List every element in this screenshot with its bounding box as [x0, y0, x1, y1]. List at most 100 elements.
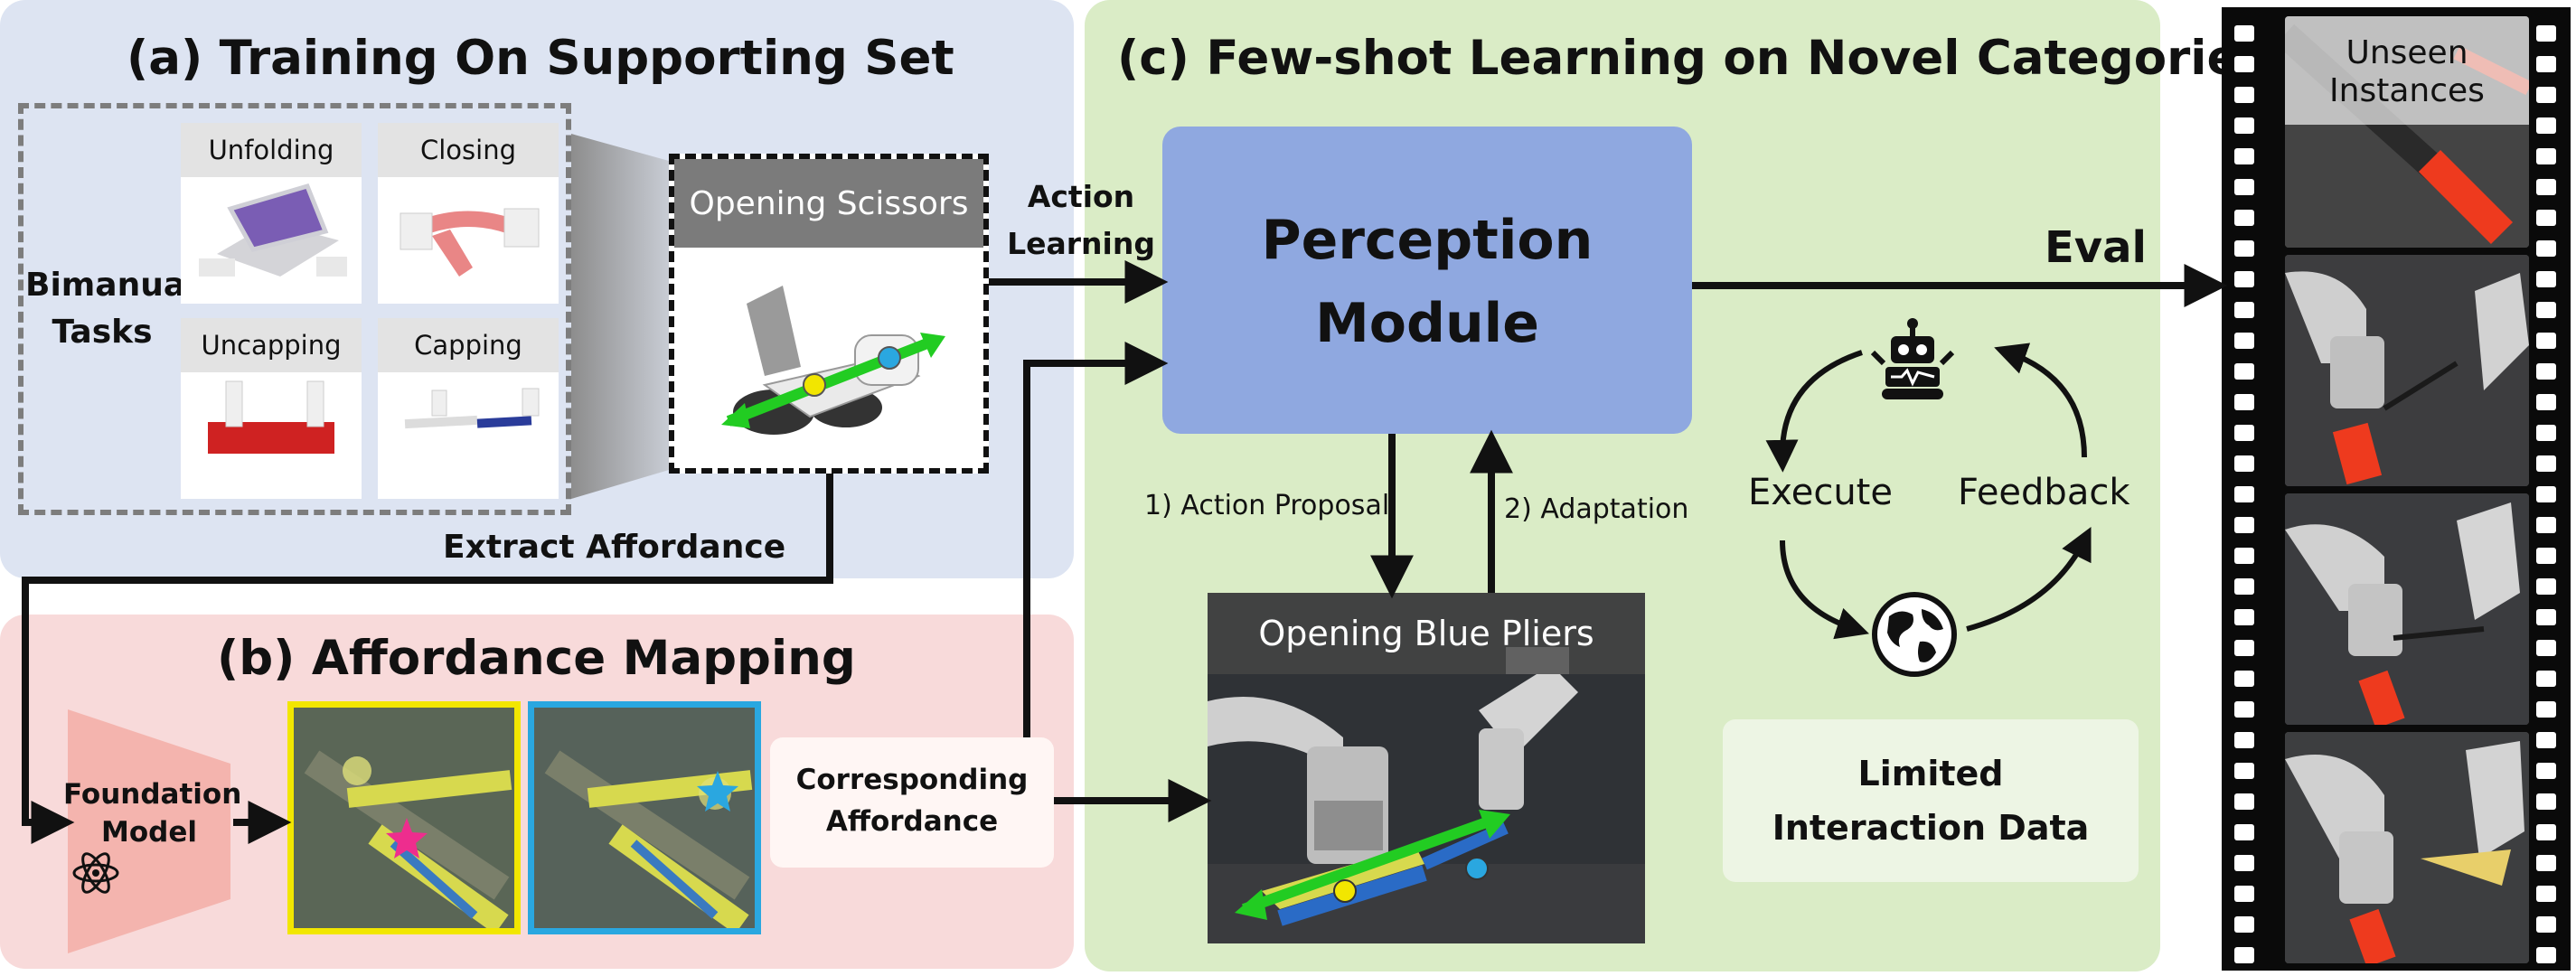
sprocket-hole: [2234, 886, 2254, 902]
sprocket-hole: [2536, 210, 2556, 226]
sprocket-hole: [2234, 87, 2254, 103]
sprocket-hole: [2536, 56, 2556, 72]
sprocket-hole: [2234, 793, 2254, 810]
affordance-map-yellow: [287, 701, 521, 934]
sprocket-hole: [2234, 824, 2254, 840]
sprocket-hole: [2536, 640, 2556, 656]
robot-arms-photo: [2285, 255, 2529, 486]
sprocket-hole: [2234, 25, 2254, 42]
sprocket-hole: [2234, 947, 2254, 963]
sprocket-hole: [2234, 425, 2254, 441]
sprocket-hole: [2234, 763, 2254, 779]
eval-label: Eval: [2045, 222, 2147, 273]
opening-scissors-box: Opening Scissors: [669, 154, 989, 474]
sprocket-hole: [2536, 824, 2556, 840]
sprocket-hole: [2234, 732, 2254, 748]
film-sprocket-holes: [2234, 25, 2556, 963]
perception-module-box: [1162, 127, 1692, 434]
sprocket-hole: [2536, 578, 2556, 595]
robot-arms-photo: [2285, 732, 2529, 963]
sprocket-hole: [2234, 916, 2254, 933]
sprocket-hole: [2234, 701, 2254, 718]
sprocket-hole: [2536, 87, 2556, 103]
sprocket-hole: [2536, 732, 2556, 748]
opening-scissors-label: Opening Scissors: [674, 159, 983, 248]
sprocket-hole: [2536, 117, 2556, 134]
task-thumb-uncapping: Uncapping: [181, 318, 362, 499]
perception-module-label: Perception Module: [1261, 209, 1594, 355]
sprocket-hole: [2234, 271, 2254, 287]
panel-a-title: (a) Training On Supporting Set: [127, 31, 954, 86]
sprocket-hole: [2536, 763, 2556, 779]
film-frame-3: [2285, 493, 2529, 725]
sprocket-hole: [2536, 916, 2556, 933]
panel-c-title: (c) Few-shot Learning on Novel Categorie…: [1117, 31, 2268, 86]
task-thumb-closing: Closing: [378, 123, 559, 304]
star-icon: [386, 818, 428, 859]
sprocket-hole: [2536, 517, 2556, 533]
task-label: Uncapping: [181, 318, 362, 372]
limited-interaction-data-box: [1723, 719, 2139, 882]
panel-b-title: (b) Affordance Mapping: [217, 631, 856, 686]
robot-arms-photo: [2285, 493, 2529, 725]
film-frame-4: [2285, 732, 2529, 963]
foundation-model-label: Foundation Model: [63, 778, 242, 849]
sprocket-hole: [2234, 302, 2254, 318]
task-label: Capping: [378, 318, 559, 372]
action-proposal-label: 1) Action Proposal: [1144, 490, 1390, 521]
execute-label: Execute: [1748, 472, 1893, 513]
sprocket-hole: [2234, 486, 2254, 502]
limited-interaction-data-label: Limited Interaction Data: [1772, 754, 2090, 848]
sprocket-hole: [2536, 148, 2556, 164]
sprocket-hole: [2234, 394, 2254, 410]
extract-affordance-label: Extract Affordance: [443, 529, 786, 566]
sprocket-hole: [2536, 701, 2556, 718]
sprocket-hole: [2536, 425, 2556, 441]
sprocket-hole: [2536, 394, 2556, 410]
laptop-image: [199, 183, 347, 277]
box-lid-image: [400, 208, 540, 277]
pliers-heatmap-image: [534, 708, 755, 928]
film-frame-2: [2285, 255, 2529, 486]
sprocket-hole: [2536, 25, 2556, 42]
task-label: Unfolding: [181, 123, 362, 177]
sprocket-hole: [2234, 578, 2254, 595]
sprocket-hole: [2536, 609, 2556, 625]
sprocket-hole: [2536, 886, 2556, 902]
sprocket-hole: [2536, 671, 2556, 687]
sprocket-hole: [2536, 793, 2556, 810]
task-thumb-unfolding: Unfolding: [181, 123, 362, 304]
scissors-image: [721, 286, 945, 435]
sprocket-hole: [2234, 855, 2254, 871]
opening-blue-pliers-photo: Opening Blue Pliers: [1208, 593, 1645, 943]
sprocket-hole: [2536, 271, 2556, 287]
sprocket-hole: [2536, 855, 2556, 871]
sprocket-hole: [2234, 363, 2254, 380]
sprocket-hole: [2234, 517, 2254, 533]
sprocket-hole: [2536, 240, 2556, 257]
sprocket-hole: [2536, 179, 2556, 195]
sprocket-hole: [2536, 947, 2556, 963]
box-uncap-image: [208, 380, 334, 454]
film-frame-1: Unseen Instances: [2285, 16, 2529, 248]
sprocket-hole: [2234, 640, 2254, 656]
bimanual-tasks-label: Bimanual Tasks: [25, 267, 197, 351]
unseen-instances-title: Unseen Instances: [2329, 34, 2485, 109]
feedback-label: Feedback: [1958, 472, 2130, 513]
sprocket-hole: [2234, 148, 2254, 164]
unseen-instances-filmstrip: Unseen Instances: [2222, 7, 2571, 971]
sprocket-hole: [2536, 486, 2556, 502]
sprocket-hole: [2234, 455, 2254, 472]
sprocket-hole: [2234, 609, 2254, 625]
sprocket-hole: [2234, 56, 2254, 72]
pen-image: [404, 388, 540, 429]
sprocket-hole: [2234, 117, 2254, 134]
sprocket-hole: [2234, 548, 2254, 564]
sprocket-hole: [2536, 548, 2556, 564]
opening-blue-pliers-label: Opening Blue Pliers: [1208, 593, 1645, 674]
sprocket-hole: [2234, 210, 2254, 226]
sprocket-hole: [2234, 671, 2254, 687]
atom-icon: [72, 852, 119, 894]
sprocket-hole: [2536, 302, 2556, 318]
globe-icon: [1872, 592, 1957, 677]
